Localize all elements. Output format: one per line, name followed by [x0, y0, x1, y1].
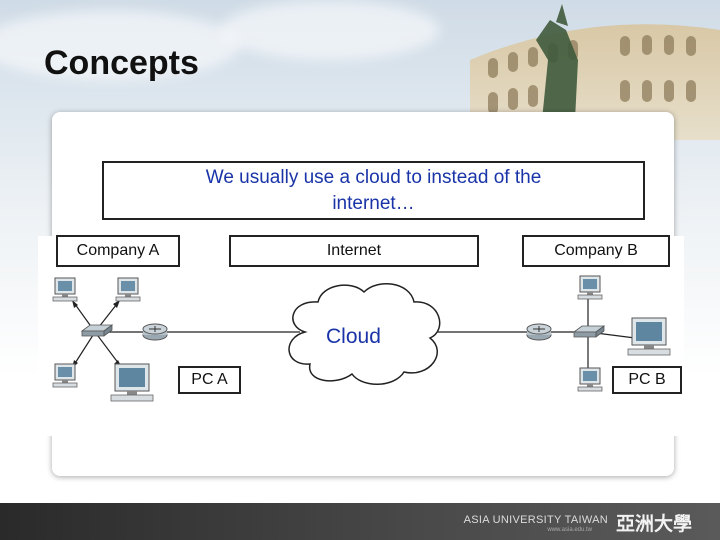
footer-bar: ASIA UNIVERSITY TAIWAN www.asia.edu.tw 亞… [0, 503, 720, 540]
pc-a-text: PC A [191, 371, 228, 388]
internet-label: Internet [229, 235, 479, 267]
company-b-label: Company B [522, 235, 670, 267]
footer-website: www.asia.edu.tw [547, 527, 592, 533]
pc-b-text: PC B [628, 371, 666, 388]
slide-title: Concepts [44, 44, 199, 82]
caption-text: We usually use a cloud to instead of the… [205, 166, 542, 214]
background-cloud [220, 0, 440, 60]
company-a-label: Company A [56, 235, 180, 267]
university-logo: 亞洲大學 [615, 513, 692, 535]
pc-b-label: PC B [612, 366, 682, 394]
cloud-label: Cloud [326, 325, 381, 348]
company-a-text: Company A [76, 242, 160, 259]
pc-a-label: PC A [178, 366, 241, 394]
caption-box: We usually use a cloud to instead of the… [102, 161, 645, 220]
internet-cloud [288, 283, 441, 385]
footer-university-name: ASIA UNIVERSITY TAIWAN [463, 514, 608, 526]
background-cloud [0, 10, 240, 80]
internet-text: Internet [326, 242, 382, 259]
colosseum-image [470, 4, 720, 140]
company-b-text: Company B [554, 242, 638, 259]
